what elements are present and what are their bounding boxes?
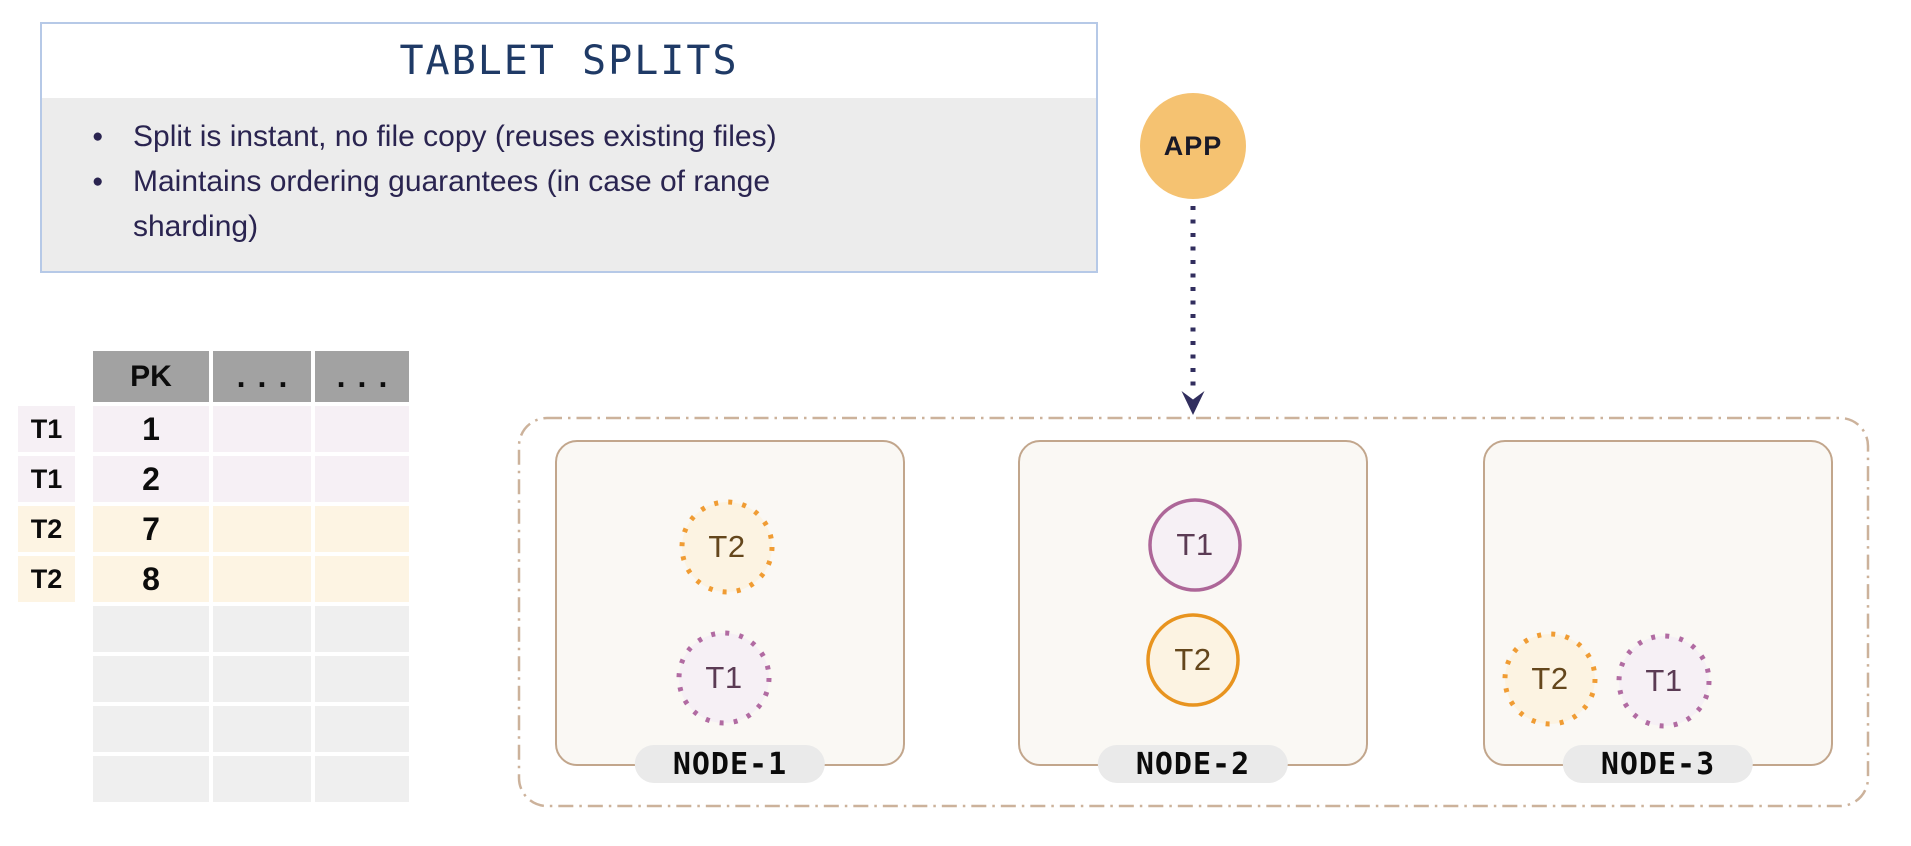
table-cell [213, 556, 311, 602]
dotted-circle-icon [676, 630, 772, 726]
row-label: T1 [18, 406, 75, 452]
solid-circle-icon [1146, 613, 1240, 707]
table-cell [213, 506, 311, 552]
app-label: APP [1163, 130, 1223, 161]
node-3: T2 T1 NODE-3 [1483, 440, 1833, 783]
cluster-boundary [517, 416, 1870, 808]
table-cell [315, 556, 409, 602]
app-node: APP [1140, 93, 1246, 199]
empty-cell [315, 756, 409, 802]
tablet-t2-dotted: T2 [678, 498, 776, 596]
tablet-label: T2 [1531, 661, 1569, 696]
info-box: TABLET SPLITS Split is instant, no file … [40, 22, 1098, 273]
solid-circle-icon [1148, 498, 1242, 592]
empty-cell [315, 606, 409, 652]
node-1-label: NODE-1 [634, 745, 826, 783]
tablet-label: T1 [705, 660, 743, 695]
empty-cell [213, 606, 311, 652]
tablet-label: T2 [1174, 642, 1212, 677]
table-cell [213, 406, 311, 452]
table-header-ellipsis-2: ... [315, 351, 409, 402]
empty-cell [93, 606, 209, 652]
info-box-title: TABLET SPLITS [42, 24, 1096, 98]
arrow-down-icon [1181, 206, 1205, 415]
dotted-circle-icon [1616, 633, 1712, 729]
tablet-t1-dotted: T1 [1615, 632, 1713, 730]
tablet-label: T1 [1176, 527, 1214, 562]
table-cell [315, 406, 409, 452]
empty-cell [315, 706, 409, 752]
info-bullet-list: Split is instant, no file copy (reuses e… [42, 98, 1096, 271]
node-3-label: NODE-3 [1562, 745, 1754, 783]
empty-cell [93, 706, 209, 752]
node-2: T1 T2 NODE-2 [1018, 440, 1368, 783]
table-header-ellipsis-1: ... [213, 351, 311, 402]
pk-cell: 7 [93, 506, 209, 552]
table-cell [315, 456, 409, 502]
table-header-pk: PK [93, 351, 209, 402]
bullet-item-1: Split is instant, no file copy (reuses e… [90, 114, 850, 159]
empty-cell [93, 656, 209, 702]
empty-cell [93, 756, 209, 802]
bullet-item-2: Maintains ordering guarantees (in case o… [90, 159, 850, 249]
tablet-t2-dotted: T2 [1501, 630, 1599, 728]
dotted-circle-icon [679, 499, 775, 595]
node-1: T2 T1 NODE-1 [555, 440, 905, 783]
empty-cell [213, 656, 311, 702]
pk-cell: 8 [93, 556, 209, 602]
dotted-circle-icon [1502, 631, 1598, 727]
empty-cell [213, 706, 311, 752]
row-label: T2 [18, 506, 75, 552]
table-cell [315, 506, 409, 552]
tablet-label: T1 [1645, 663, 1683, 698]
tablet-t2-solid: T2 [1144, 611, 1242, 709]
tablet-t1-solid: T1 [1146, 496, 1244, 594]
empty-cell [315, 656, 409, 702]
pk-cell: 2 [93, 456, 209, 502]
row-label: T1 [18, 456, 75, 502]
tablet-label: T2 [708, 529, 746, 564]
pk-cell: 1 [93, 406, 209, 452]
row-label: T2 [18, 556, 75, 602]
tablet-t1-dotted: T1 [675, 629, 773, 727]
node-2-label: NODE-2 [1097, 745, 1289, 783]
table-cell [213, 456, 311, 502]
empty-cell [213, 756, 311, 802]
